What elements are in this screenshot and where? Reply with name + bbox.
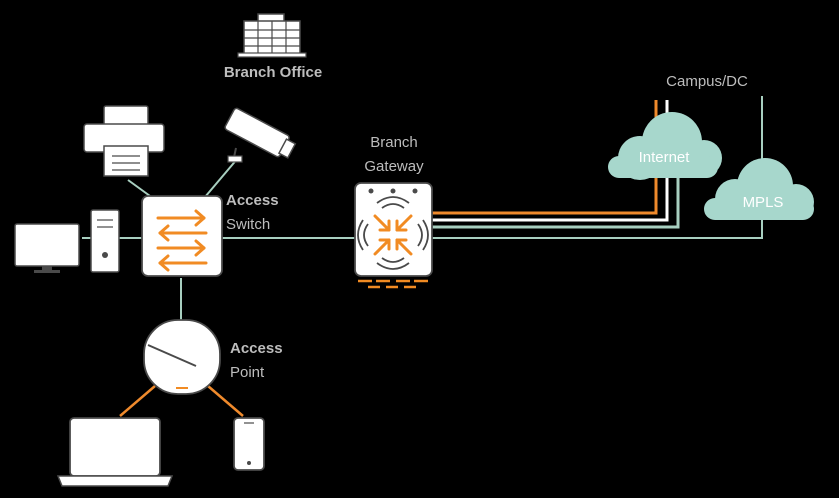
printer-icon [83, 105, 165, 177]
link-ap-laptop [119, 385, 156, 417]
internet-cloud-icon [608, 112, 722, 180]
link-gateway-internet-green [432, 178, 680, 229]
security-camera-icon [224, 107, 297, 163]
access-point-label-line1: Access [230, 340, 283, 357]
building-icon [237, 13, 307, 58]
monitor-icon [14, 223, 80, 273]
link-ap-phone [207, 385, 244, 417]
link-gateway-mpls [432, 218, 763, 239]
mpls-label: MPLS [743, 194, 784, 211]
desktop-tower-icon [90, 209, 120, 273]
access-point-icon [143, 319, 221, 395]
mpls-cloud-icon [704, 158, 814, 220]
smartphone-icon [233, 417, 265, 471]
branch-gateway-label-line1: Branch [370, 134, 418, 151]
access-switch-label-line1: Access [226, 192, 279, 209]
link-camera-switch [204, 157, 239, 198]
link-printer-switch [127, 179, 151, 197]
access-switch-icon [141, 195, 223, 277]
campus-dc-label: Campus/DC [666, 73, 748, 90]
branch-gateway-icon [354, 182, 433, 289]
branch-office-label: Branch Office [224, 64, 322, 81]
access-switch-label-line2: Switch [226, 216, 270, 233]
laptop-icon [56, 417, 174, 487]
access-point-label-line2: Point [230, 364, 265, 381]
internet-label: Internet [639, 149, 691, 166]
branch-gateway-label-line2: Gateway [364, 158, 424, 175]
